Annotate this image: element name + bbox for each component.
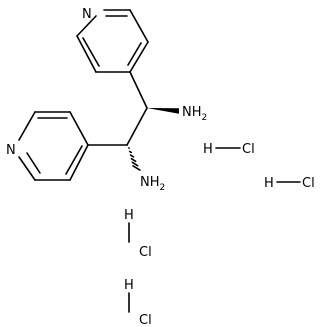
bond xyxy=(18,156,36,181)
bond xyxy=(129,9,149,43)
hcl-4: H Cl xyxy=(124,278,152,327)
hcl-1: H Cl xyxy=(203,142,255,157)
bond xyxy=(129,41,149,73)
bond xyxy=(76,15,97,37)
hcl-2: H Cl xyxy=(264,176,315,191)
atom-label-n-top: N xyxy=(82,7,92,22)
atom-label-n-left: N xyxy=(6,143,16,158)
chlorine-label: Cl xyxy=(139,245,152,260)
amine-top-label: NH2 xyxy=(182,105,207,123)
bond xyxy=(69,111,89,146)
bond xyxy=(26,152,41,174)
bond xyxy=(129,154,135,158)
left-pyridine-ring xyxy=(18,111,89,181)
bond xyxy=(18,111,36,141)
bond xyxy=(127,42,142,66)
amine-bottom-label: NH2 xyxy=(140,175,165,193)
bond xyxy=(128,150,133,154)
hydrogen-label: H xyxy=(124,278,134,293)
bond xyxy=(129,71,148,109)
bond xyxy=(126,107,148,146)
chlorine-label: Cl xyxy=(302,176,315,191)
bond xyxy=(132,165,141,171)
hydrogen-label: H xyxy=(203,142,213,157)
hydrogen-label: H xyxy=(124,208,134,223)
chlorine-label: Cl xyxy=(139,313,152,327)
chlorine-label: Cl xyxy=(242,142,255,157)
wedge-bond xyxy=(147,108,179,114)
bond xyxy=(65,145,83,175)
bond xyxy=(82,37,100,67)
hydrogen-label: H xyxy=(264,176,274,191)
bond xyxy=(130,157,137,163)
top-pyridine-ring xyxy=(76,9,149,73)
bond xyxy=(76,35,97,73)
bond xyxy=(131,161,139,167)
hashed-wedge-bond xyxy=(128,147,141,171)
hcl-3: H Cl xyxy=(124,208,152,260)
bond xyxy=(69,144,89,181)
